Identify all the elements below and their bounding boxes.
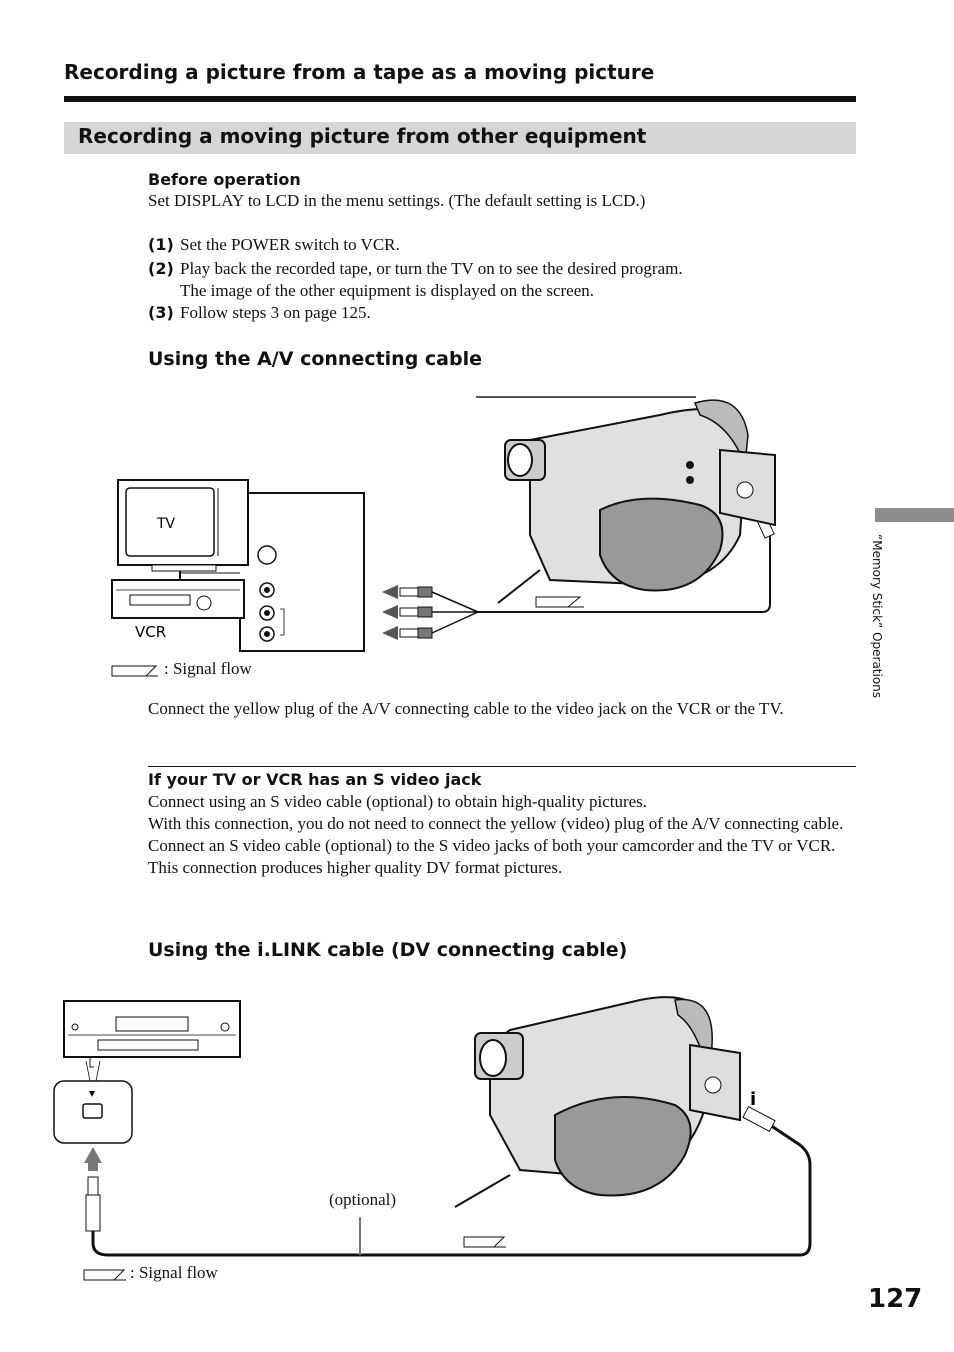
section-bar	[64, 122, 856, 154]
before-operation-text: Set DISPLAY to LCD in the menu settings.…	[148, 191, 646, 210]
tv-illustration: TV	[117, 479, 249, 572]
camcorder-illustration	[454, 996, 741, 1208]
ilink-cable	[91, 1123, 812, 1257]
svideo-text: Connect using an S video cable (optional…	[148, 792, 844, 877]
camcorder-illustration	[476, 396, 776, 604]
dv-port-icon	[82, 1103, 103, 1119]
sidebar-label: “Memory Stick” Operations	[870, 534, 884, 699]
signal-arrows	[382, 585, 479, 640]
title-rule	[64, 96, 856, 102]
vcr-illustration: VCR	[111, 579, 245, 641]
ilink-heading: Using the i.LINK cable (DV connecting ca…	[148, 939, 628, 961]
av-cable-heading: Using the A/V connecting cable	[148, 348, 483, 370]
s-video-jack	[257, 545, 277, 565]
svideo-heading: If your TV or VCR has an S video jack	[148, 770, 482, 789]
tv-label: TV	[156, 516, 176, 532]
ilink-logo-icon: i	[750, 1089, 756, 1110]
page-title: Recording a picture from a tape as a mov…	[64, 60, 655, 84]
sidebar-tab	[875, 508, 954, 522]
section-title: Recording a moving picture from other eq…	[78, 124, 647, 148]
signal-flow-legend-icon	[111, 665, 158, 677]
signal-flow-legend-icon	[83, 1269, 126, 1281]
av-description: Connect the yellow plug of the A/V conne…	[148, 699, 784, 718]
av-connection-diagram: TV VCR	[111, 396, 776, 652]
page-number: 127	[868, 1284, 923, 1314]
vcr-label: VCR	[135, 623, 166, 641]
signal-flow-legend: : Signal flow	[130, 1263, 218, 1282]
before-operation-label: Before operation	[148, 170, 301, 189]
ilink-connection-diagram: i	[53, 996, 812, 1257]
step-3: (3) Follow steps 3 on page 125.	[148, 303, 371, 322]
svideo-rule	[148, 766, 856, 767]
optional-label: (optional)	[329, 1190, 397, 1209]
step-2: (2) Play back the recorded tape, or turn…	[148, 259, 683, 300]
upload-arrow	[84, 1147, 102, 1163]
steps-list: (1) Set the POWER switch to VCR. (2) Pla…	[148, 234, 848, 324]
signal-flow-legend: : Signal flow	[164, 659, 252, 678]
dv-vcr-illustration	[63, 1000, 241, 1068]
step-1: (1) Set the POWER switch to VCR.	[148, 235, 400, 254]
